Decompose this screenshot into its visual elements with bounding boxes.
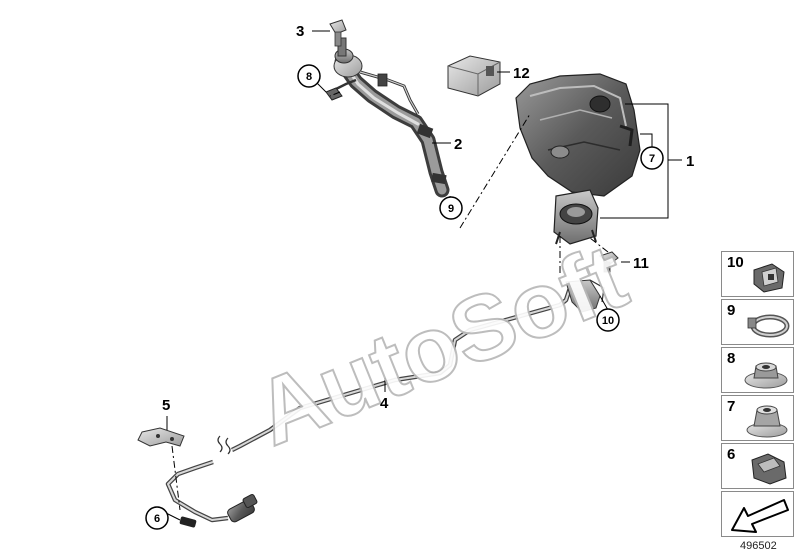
- callout-11: 11: [633, 255, 649, 272]
- control-module-part: [447, 55, 501, 97]
- bracket-part: [137, 427, 185, 447]
- clip-part-6: [179, 516, 197, 528]
- cable-clip-icon: [751, 453, 787, 485]
- hex-collar-nut-icon: [746, 405, 788, 438]
- legend-label: 6: [727, 446, 736, 463]
- legend-item-cable-clip[interactable]: 6: [721, 443, 794, 489]
- legend-item-hose-clamp[interactable]: 9: [721, 299, 794, 345]
- leader-lines: [163, 30, 682, 521]
- callout-2: 2: [454, 136, 462, 153]
- callout-6-circle: [145, 506, 169, 530]
- legend-label: 10: [727, 254, 744, 271]
- callout-7-circle: [640, 146, 664, 170]
- callout-5: 5: [162, 397, 170, 414]
- flange-nut-icon: [744, 362, 788, 389]
- arrow-back-icon: [731, 499, 789, 533]
- screw-part: [329, 19, 347, 47]
- legend-item-flange-nut[interactable]: 8: [721, 347, 794, 393]
- callout-7: 7: [649, 153, 655, 165]
- legend-label: 8: [727, 350, 736, 367]
- callout-10: 10: [602, 315, 614, 327]
- callout-8-circle: [297, 64, 321, 88]
- callout-10-circle: [596, 308, 620, 332]
- callout-3: 3: [296, 23, 304, 40]
- callout-12: 12: [513, 65, 530, 82]
- pipe-line-part: [165, 279, 605, 523]
- callout-9-circle: [439, 196, 463, 220]
- legend-label: 9: [727, 302, 736, 319]
- callout-4: 4: [380, 395, 389, 412]
- callout-1: 1: [686, 153, 694, 170]
- callout-8: 8: [306, 71, 312, 83]
- watermark-text: AutoSoft: [242, 225, 640, 465]
- tank-assembly-part: [515, 73, 641, 245]
- assembly-lines: [171, 91, 609, 511]
- filler-neck-part: [329, 37, 450, 198]
- callout-6: 6: [154, 513, 160, 525]
- back-navigation-button[interactable]: [721, 491, 794, 537]
- clamp-clip-icon: [753, 263, 785, 293]
- legend-item-hex-collar-nut[interactable]: 7: [721, 395, 794, 441]
- callout-9: 9: [448, 203, 454, 215]
- legend-label: 7: [727, 398, 736, 415]
- legend-item-clamp-clip[interactable]: 10: [721, 251, 794, 297]
- hose-clamp-icon: [747, 314, 790, 338]
- sensor-part: [598, 251, 619, 273]
- diagram-reference-number: 496502: [740, 540, 777, 552]
